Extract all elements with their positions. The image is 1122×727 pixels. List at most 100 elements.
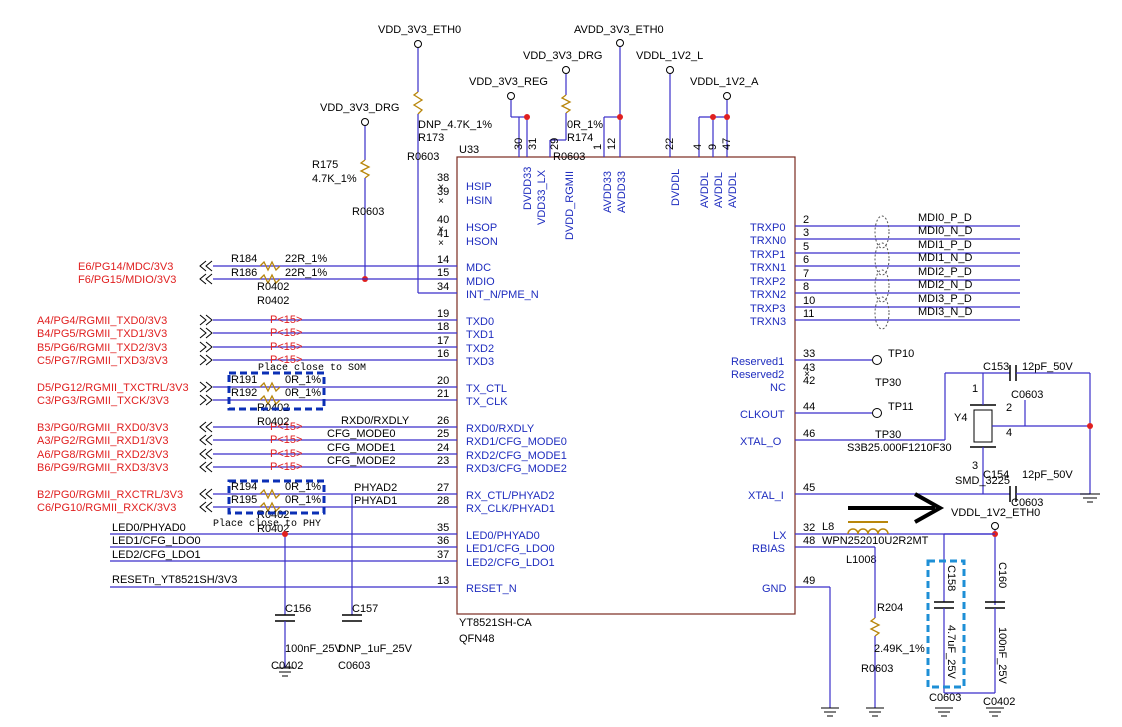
right-pin-name: XTAL_I — [748, 490, 784, 502]
cap-c154: C154 12pF_50V C0603 — [983, 423, 1100, 509]
r192-value: 0R_1% — [285, 387, 321, 399]
right-pin-num: 5 — [803, 241, 809, 253]
length-tag: P<15> — [270, 434, 302, 446]
net-label: C5/PG7/RGMII_TXD3/3V3 — [37, 355, 168, 367]
y4-pkg: SMD_3225 — [955, 475, 1010, 487]
top-pin-num: 31 — [527, 138, 539, 150]
cap-c153: C153 12pF_50V C0603 — [983, 361, 1091, 494]
c157-pkg: C0603 — [338, 660, 370, 672]
right-pin-name: GND — [762, 583, 787, 595]
right-pin-name: TRXN2 — [750, 289, 786, 301]
net-label: LED1/CFG_LDO0 — [112, 535, 201, 547]
right-pin-name: TRXP0 — [750, 222, 785, 234]
length-tag: P<15> — [270, 354, 302, 366]
left-pin-num: 26 — [437, 415, 449, 427]
r192-ref: R192 — [231, 387, 257, 399]
top-pin-name: AVDD33 — [616, 171, 628, 213]
right-pin-name: TRXN0 — [750, 235, 786, 247]
chip-body-u33 — [456, 156, 796, 615]
left-pin-num: 17 — [437, 335, 449, 347]
top-pin-num: 29 — [549, 138, 561, 150]
right-pin-name: Reserved2 — [731, 369, 784, 381]
mdi-label: MDI1_N_D — [918, 252, 972, 264]
nc-x-mark: × — [804, 370, 810, 381]
tp11-label: TP11 — [888, 401, 913, 413]
y4-ref: Y4 — [954, 412, 967, 424]
net-label: C3/PG3/RGMII_TXCK/3V3 — [37, 395, 169, 407]
right-pin-name: RBIAS — [752, 543, 785, 555]
top-pin-name: AVDD33 — [602, 171, 614, 213]
resistor-r204: R204 2.49K_1% R0603 — [861, 547, 925, 717]
left-pin-name: MDC — [466, 262, 491, 274]
y4-p3: 3 — [972, 460, 978, 472]
rail-vdd-drg-top: VDD_3V3_DRG 0R_1% R174 R0603 — [523, 50, 603, 163]
right-pin-num: 33 — [803, 348, 815, 360]
net-label: RESETn_YT8521SH/3V3 — [112, 574, 237, 586]
mdi-label: MDI2_P_D — [918, 266, 972, 278]
chip-part: YT8521SH-CA — [459, 617, 532, 629]
left-pins: 38 39 40 41 × × × × HSIP HSIN HSOP HSON … — [110, 172, 567, 595]
rail-vdd-drg-top-label: VDD_3V3_DRG — [523, 50, 602, 62]
top-pin-num: 1 — [592, 144, 604, 150]
chip-ref: U33 — [459, 144, 479, 156]
top-pin-name: AVDDL — [699, 172, 711, 208]
rail-vdd-eth0-label: VDD_3V3_ETH0 — [378, 24, 461, 36]
r174-ref: R174 — [567, 132, 593, 144]
c160-ref: C160 — [996, 562, 1008, 588]
top-pin-num: 12 — [606, 138, 618, 150]
net-label: D5/PG12/RGMII_TXCTRL/3V3 — [37, 382, 189, 394]
length-tag: P<15> — [270, 461, 302, 473]
left-pin-name: HSIP — [466, 181, 492, 193]
right-pin-name: TRXN3 — [750, 316, 786, 328]
net-label: B4/PG5/RGMII_TXD1/3V3 — [37, 328, 167, 340]
left-pin-name: RXD1/CFG_MODE0 — [466, 436, 567, 448]
net-label: E6/PG14/MDC/3V3 — [78, 261, 173, 273]
r195-pkg: R0402 — [257, 523, 289, 535]
right-pin-num: 10 — [803, 295, 815, 307]
net-label: CFG_MODE1 — [327, 442, 395, 454]
r195-value: 0R_1% — [285, 494, 321, 506]
right-pin-name: XTAL_O — [740, 436, 782, 448]
chip-package: QFN48 — [459, 633, 494, 645]
cap-c160: C160 100nF_25V C0402 — [935, 562, 1015, 717]
left-pin-name: HSIN — [466, 195, 492, 207]
left-pin-name: RXD3/CFG_MODE2 — [466, 463, 567, 475]
left-pin-num: 25 — [437, 428, 449, 440]
left-pin-name: LED2/CFG_LDO1 — [466, 557, 555, 569]
diff-pair-marker — [874, 242, 890, 276]
top-pin-num: 22 — [664, 138, 676, 150]
top-pin-num: 9 — [707, 144, 719, 150]
net-label: LED0/PHYAD0 — [112, 522, 186, 534]
highlight-box-c158 — [926, 559, 966, 689]
resistor-r173 — [412, 91, 424, 115]
left-pin-num: 23 — [437, 455, 449, 467]
top-pin-num: 4 — [692, 144, 704, 150]
right-pin-name: NC — [770, 382, 786, 394]
left-pin-num: 14 — [437, 254, 449, 266]
c157-value: DNP_1uF_25V — [338, 643, 413, 655]
offpage-connectors — [199, 260, 213, 513]
right-pin-name: Reserved1 — [731, 356, 784, 368]
c158-value: 4.7uF_25V — [945, 625, 957, 679]
right-pin-num: 2 — [803, 214, 809, 226]
left-pin-num: 16 — [437, 348, 449, 360]
left-pin-name: RESET_N — [466, 583, 517, 595]
gnd-symbol — [821, 587, 839, 717]
top-pin-name: VDD33_LX — [536, 169, 548, 225]
y4-part: S3B25.000F1210F30 — [847, 442, 952, 454]
left-pin-name: RXD0/RXDLY — [466, 423, 535, 435]
length-tag: P<15> — [270, 327, 302, 339]
right-pin-name: CLKOUT — [740, 409, 785, 421]
mdi-label: MDI3_P_D — [918, 293, 972, 305]
right-pin-name: LX — [773, 530, 787, 542]
highlight-box-rx — [227, 479, 326, 515]
length-tag: P<15> — [270, 448, 302, 460]
net-labels: E6/PG14/MDC/3V3 F6/PG15/MDIO/3V3 A4/PG4/… — [37, 261, 410, 586]
c153-ref: C153 — [983, 361, 1009, 373]
rail-vdd-eth0: VDD_3V3_ETH0 DNP_4.7K_1% R173 R0603 — [378, 24, 492, 293]
resistor-r174 — [560, 94, 572, 114]
nc-x-mark: × — [438, 225, 444, 236]
r184-pkg: R0402 — [257, 281, 289, 293]
tp30b-label: TP30 — [875, 429, 901, 441]
